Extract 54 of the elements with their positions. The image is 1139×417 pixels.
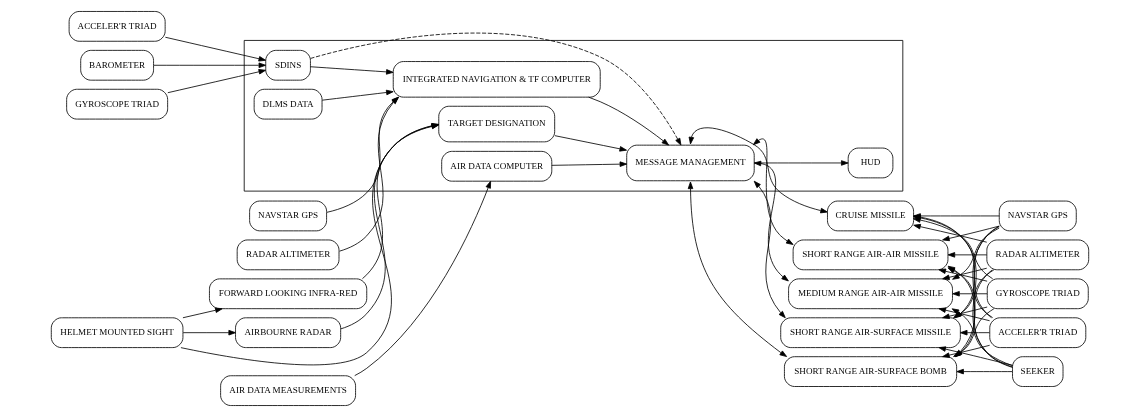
arrow (353, 180, 491, 377)
node-box: ACCELER'R TRIAD (68, 11, 166, 42)
node-box: FORWARD LOOKING INFRA-RED (208, 278, 367, 310)
arrow (309, 32, 681, 146)
arrow (587, 96, 669, 146)
node-box: HELMET MOUNTED SIGHT (50, 317, 183, 348)
node-box: RADAR ALTIMETER (236, 239, 339, 271)
arrow (554, 135, 627, 152)
node-box: CRUISE MISSILE (826, 200, 914, 232)
arrow (753, 160, 789, 282)
arrow (951, 291, 988, 297)
arrow (687, 181, 787, 357)
node-box: GYROSCOPE TRIAD (986, 278, 1089, 310)
arrow (180, 123, 439, 366)
arrow (752, 138, 793, 245)
node-box: BAROMETER (79, 49, 154, 81)
node-box: HUD (847, 147, 893, 179)
node-box: SHORT RANGE AIR-AIR MISSILE (792, 239, 948, 271)
arrow (955, 368, 1013, 375)
arrow (941, 225, 1000, 242)
node-box: ACCELER'R TRIAD (988, 317, 1086, 348)
arrow (182, 329, 236, 336)
node-box: SHORT RANGE AIR-SURFACE BOMB (783, 356, 957, 387)
arrow (947, 252, 987, 258)
node-box: TARGET DESIGNATION (437, 105, 555, 143)
arrow (753, 180, 786, 319)
node-box: GYROSCOPE TRIAD (65, 88, 168, 120)
arrow (951, 227, 1000, 280)
node-box: AIR DATA COMPUTER (440, 150, 552, 182)
node-box: NAVSTAR GPS (248, 200, 327, 232)
arrow (361, 123, 439, 280)
node-box: AIR DATA MEASUREMENTS (219, 375, 356, 406)
arrow (164, 36, 266, 62)
node-box: AIRBOURNE RADAR (234, 317, 341, 348)
arrow (550, 161, 627, 167)
arrow (339, 123, 439, 330)
node-box: NAVSTAR GPS (998, 200, 1077, 232)
node-box: MESSAGE MANAGEMENT (625, 144, 755, 182)
arrow (688, 127, 828, 214)
arrow (309, 66, 394, 75)
arrow (182, 307, 223, 319)
node-box: MEDIUM RANGE AIR-AIR MISSILE (787, 278, 953, 310)
node-box: DLMS DATA (253, 88, 322, 120)
arrow (912, 223, 987, 243)
arrow (753, 160, 848, 166)
node-box: SEEKER (1011, 356, 1063, 387)
node-box: SHORT RANGE AIR-SURFACE MISSILE (779, 317, 961, 348)
arrow (152, 62, 266, 68)
node-box: RADAR ALTIMETER (985, 239, 1089, 271)
node-box: INTEGRATED NAVIGATION & TF COMPUTER (392, 61, 601, 98)
arrow (166, 69, 266, 94)
node-box: SDINS (264, 49, 311, 81)
arrow (321, 89, 394, 101)
arrow (959, 329, 990, 336)
